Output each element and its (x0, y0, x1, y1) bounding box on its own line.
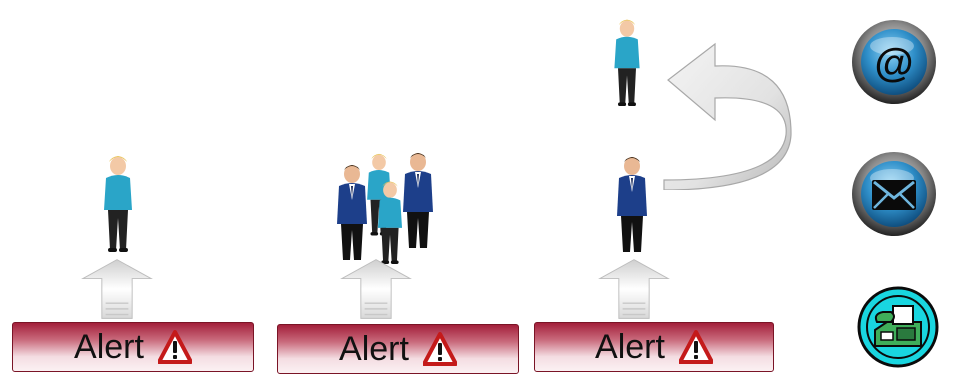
escalation-curved-arrow (660, 40, 795, 190)
up-arrow-2 (340, 256, 412, 322)
warning-icon-1 (158, 330, 192, 364)
fax-icon[interactable] (857, 286, 939, 368)
alert-button-3[interactable]: Alert (534, 322, 774, 372)
alert-button-1[interactable]: Alert (12, 322, 254, 372)
alert-label-3: Alert (595, 330, 665, 364)
warning-icon-2 (423, 332, 457, 366)
up-arrow-3 (598, 256, 670, 322)
escalation-target-person-icon (609, 16, 645, 106)
up-arrow-1 (81, 256, 153, 322)
mail-envelope-icon[interactable] (850, 150, 938, 238)
on-duty-person-icon (612, 152, 652, 252)
svg-text:@: @ (874, 41, 913, 85)
staff-group-icon (332, 148, 442, 260)
alert-button-2[interactable]: Alert (277, 324, 519, 374)
email-icon[interactable]: @ (850, 18, 938, 106)
alert-label-1: Alert (74, 330, 144, 364)
single-staff-person-icon (98, 152, 138, 252)
warning-icon-3 (679, 330, 713, 364)
alert-label-2: Alert (339, 332, 409, 366)
